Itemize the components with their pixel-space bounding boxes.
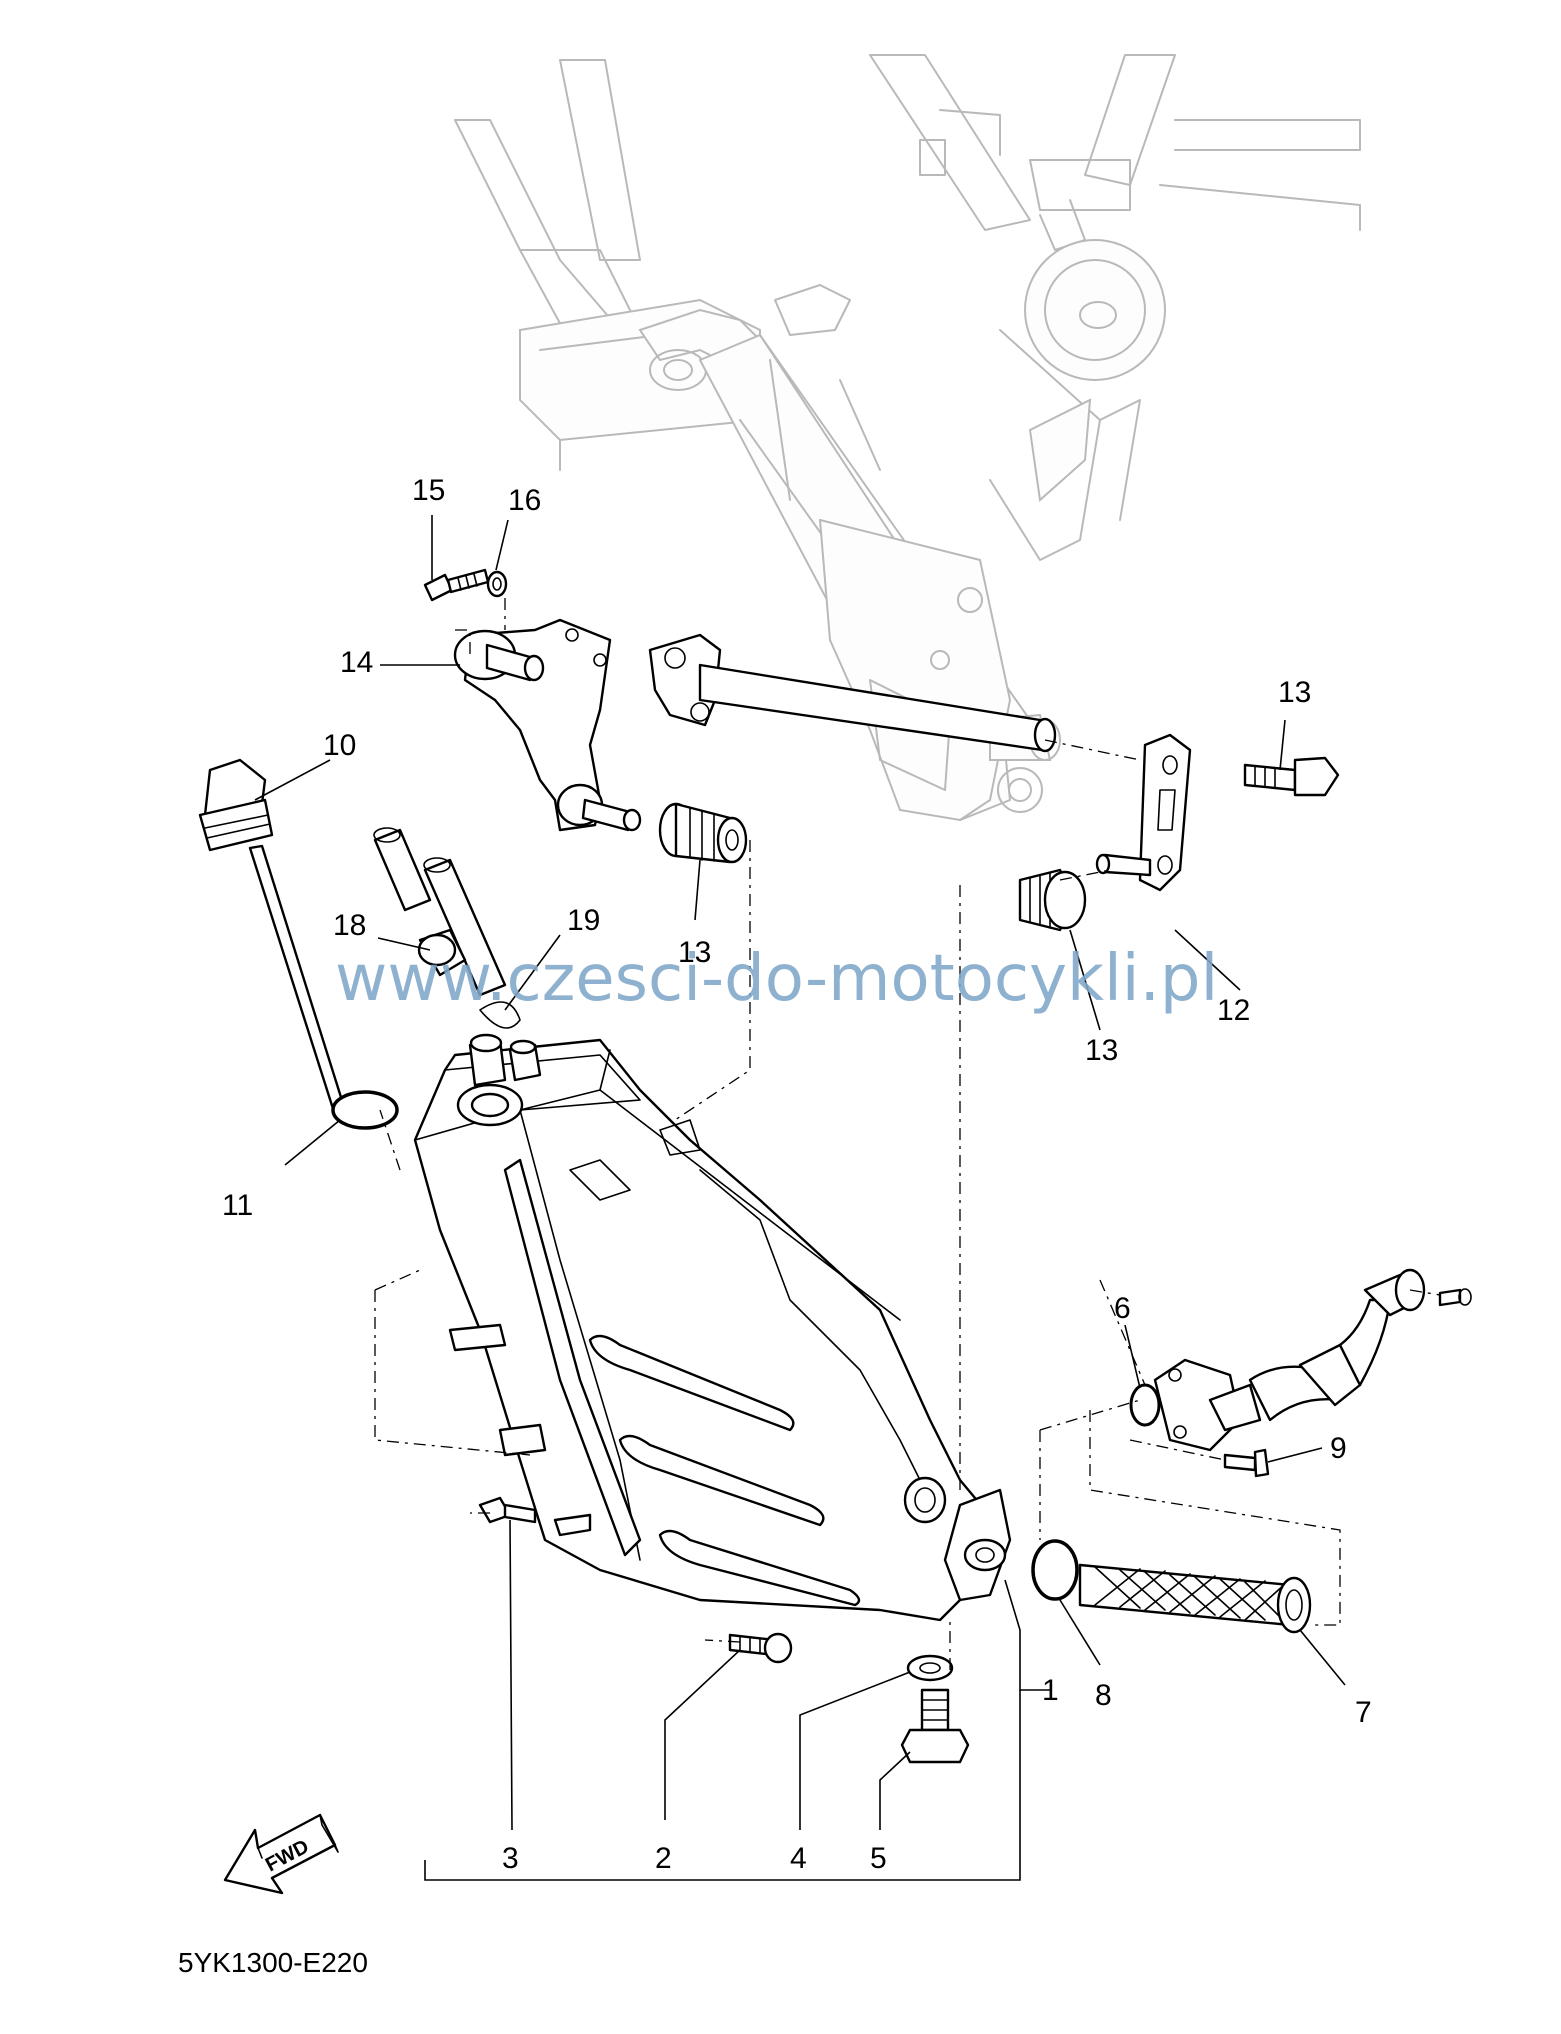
bolt-16 (423, 568, 490, 602)
bolt-2 (728, 1632, 793, 1664)
callout-15: 14 (340, 646, 373, 679)
callout-1: 1 (1042, 1674, 1059, 1707)
callout-13-lower: 13 (1085, 1034, 1118, 1067)
washer-4 (906, 1654, 954, 1682)
grommet-13-lower (1018, 868, 1087, 932)
leader-lines (254, 515, 1346, 1881)
callout-19: 19 (567, 904, 600, 937)
hose-parts (373, 827, 507, 997)
callout-2: 2 (655, 1842, 672, 1875)
callout-10: 10 (323, 729, 356, 762)
bracket-12 (1095, 733, 1192, 892)
fwd-arrow-icon: FWD (223, 1813, 339, 1895)
callout-8: 8 (1095, 1679, 1112, 1712)
oil-tank (413, 1033, 1012, 1622)
o-ring-11 (331, 1090, 399, 1130)
bracket-15 (453, 618, 1057, 832)
drain-bolt-5 (900, 1688, 970, 1764)
washer-17 (486, 570, 508, 598)
callouts: 15 16 14 10 18 19 13 13 12 13 11 6 9 8 7… (222, 474, 1372, 1875)
strainer-7 (1078, 1563, 1312, 1634)
clamp-19 (479, 1001, 521, 1029)
callout-4: 4 (790, 1842, 807, 1875)
callout-14: 13 (1278, 676, 1311, 709)
callout-16: 15 (412, 474, 445, 507)
callout-13-upper: 13 (678, 936, 711, 969)
grommet-13-upper (658, 802, 748, 864)
callout-18: 18 (333, 909, 366, 942)
o-ring-6 (1129, 1383, 1161, 1427)
oil-hose-fitting (1153, 1268, 1472, 1452)
dipstick-10 (198, 758, 347, 1117)
callout-3: 3 (502, 1842, 519, 1875)
callout-6: 6 (1114, 1292, 1131, 1325)
callout-7: 7 (1355, 1696, 1372, 1729)
callout-17: 16 (508, 484, 541, 517)
callout-5: 5 (870, 1842, 887, 1875)
watermark-text: www.czesci-do-motocykli.pl (335, 942, 1218, 1016)
bolt-3 (478, 1496, 537, 1524)
callout-9: 9 (1330, 1432, 1347, 1465)
bolt-9 (1223, 1448, 1270, 1478)
callout-11: 11 (222, 1189, 253, 1222)
center-lines (374, 598, 1441, 1670)
diagram-code: 5YK1300-E220 (178, 1947, 368, 1978)
frame-drawing (454, 54, 1361, 822)
callout-12: 12 (1217, 994, 1250, 1027)
bolt-14 (1243, 756, 1340, 797)
o-ring-8 (1031, 1539, 1079, 1601)
